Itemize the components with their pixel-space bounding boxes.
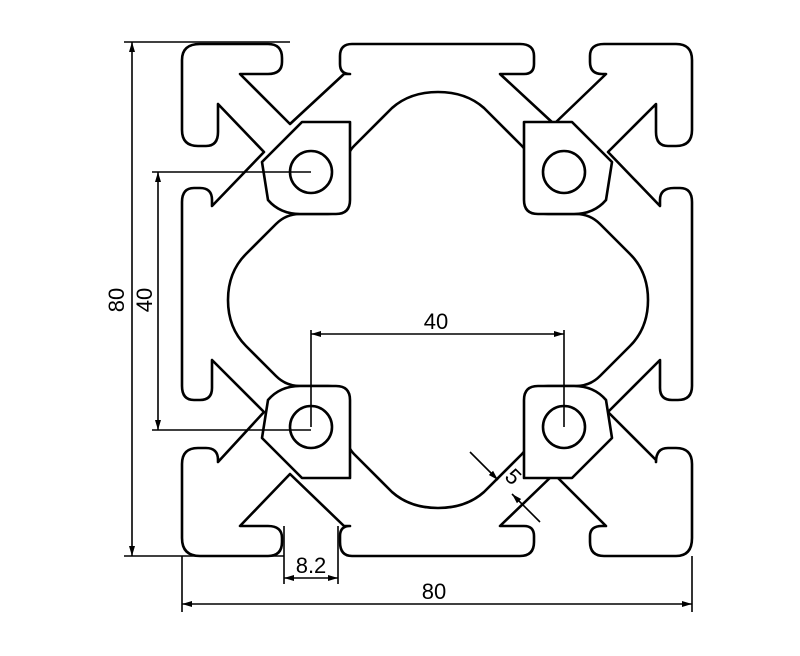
dim-hole-spacing-vertical-label: 40: [132, 288, 157, 312]
dim-hole-spacing-vertical: 40: [132, 171, 311, 431]
dim-slot-opening: 8.2: [283, 526, 339, 584]
dim-hole-spacing-horizontal: 40: [310, 309, 565, 427]
dim-overall-width: 80: [181, 556, 693, 612]
dim-overall-height: 80: [104, 41, 290, 557]
dim-overall-width-label: 80: [422, 579, 446, 604]
dim-hole-spacing-horizontal-label: 40: [424, 309, 448, 334]
dim-overall-height-label: 80: [104, 288, 129, 312]
hole-top-right: [541, 149, 587, 195]
dim-slot-opening-label: 8.2: [296, 553, 327, 578]
